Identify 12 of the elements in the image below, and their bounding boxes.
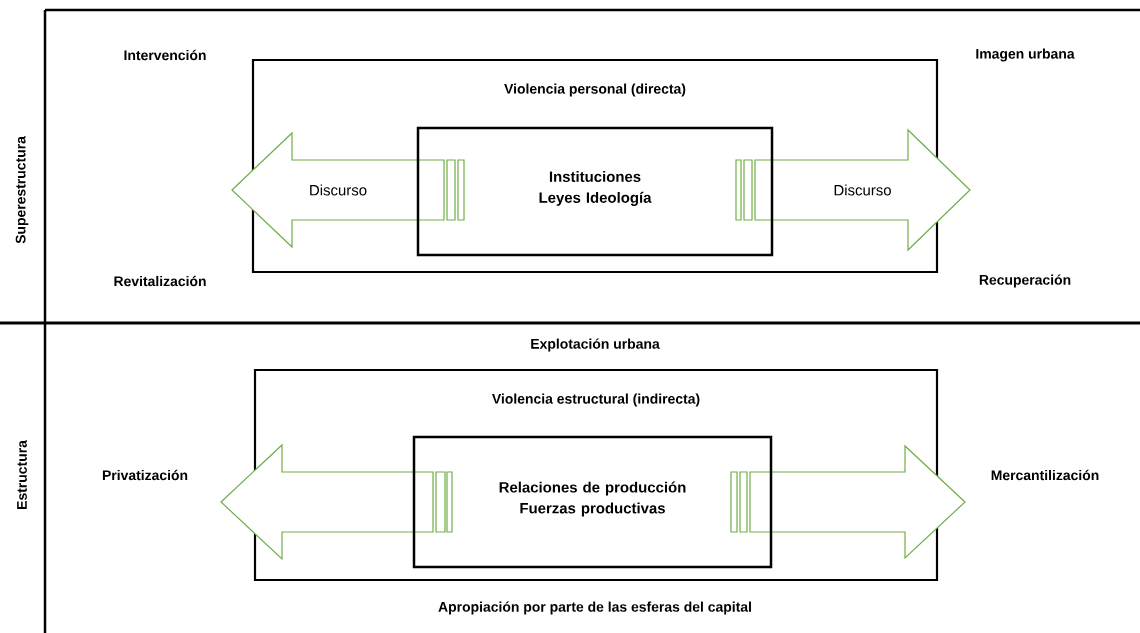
section-label: Estructura [17,440,27,509]
text-label: Revitalización [114,275,206,287]
section-label: Superestructura [15,136,29,244]
text-label: Apropiación por parte de las esferas del capital [438,601,751,615]
text-label: Privatización [102,469,188,481]
inner-box: Instituciones Leyes Ideología [416,126,774,257]
text-label: Mercantilización [991,469,1099,481]
text-label: Intervención [124,49,206,61]
text-label: Explotación urbana [531,338,660,352]
inner-box: Relaciones de producción Fuerzas productivas [412,435,773,569]
text-label: Recuperación [979,274,1071,288]
text-label: Imagen urbana [976,48,1075,62]
